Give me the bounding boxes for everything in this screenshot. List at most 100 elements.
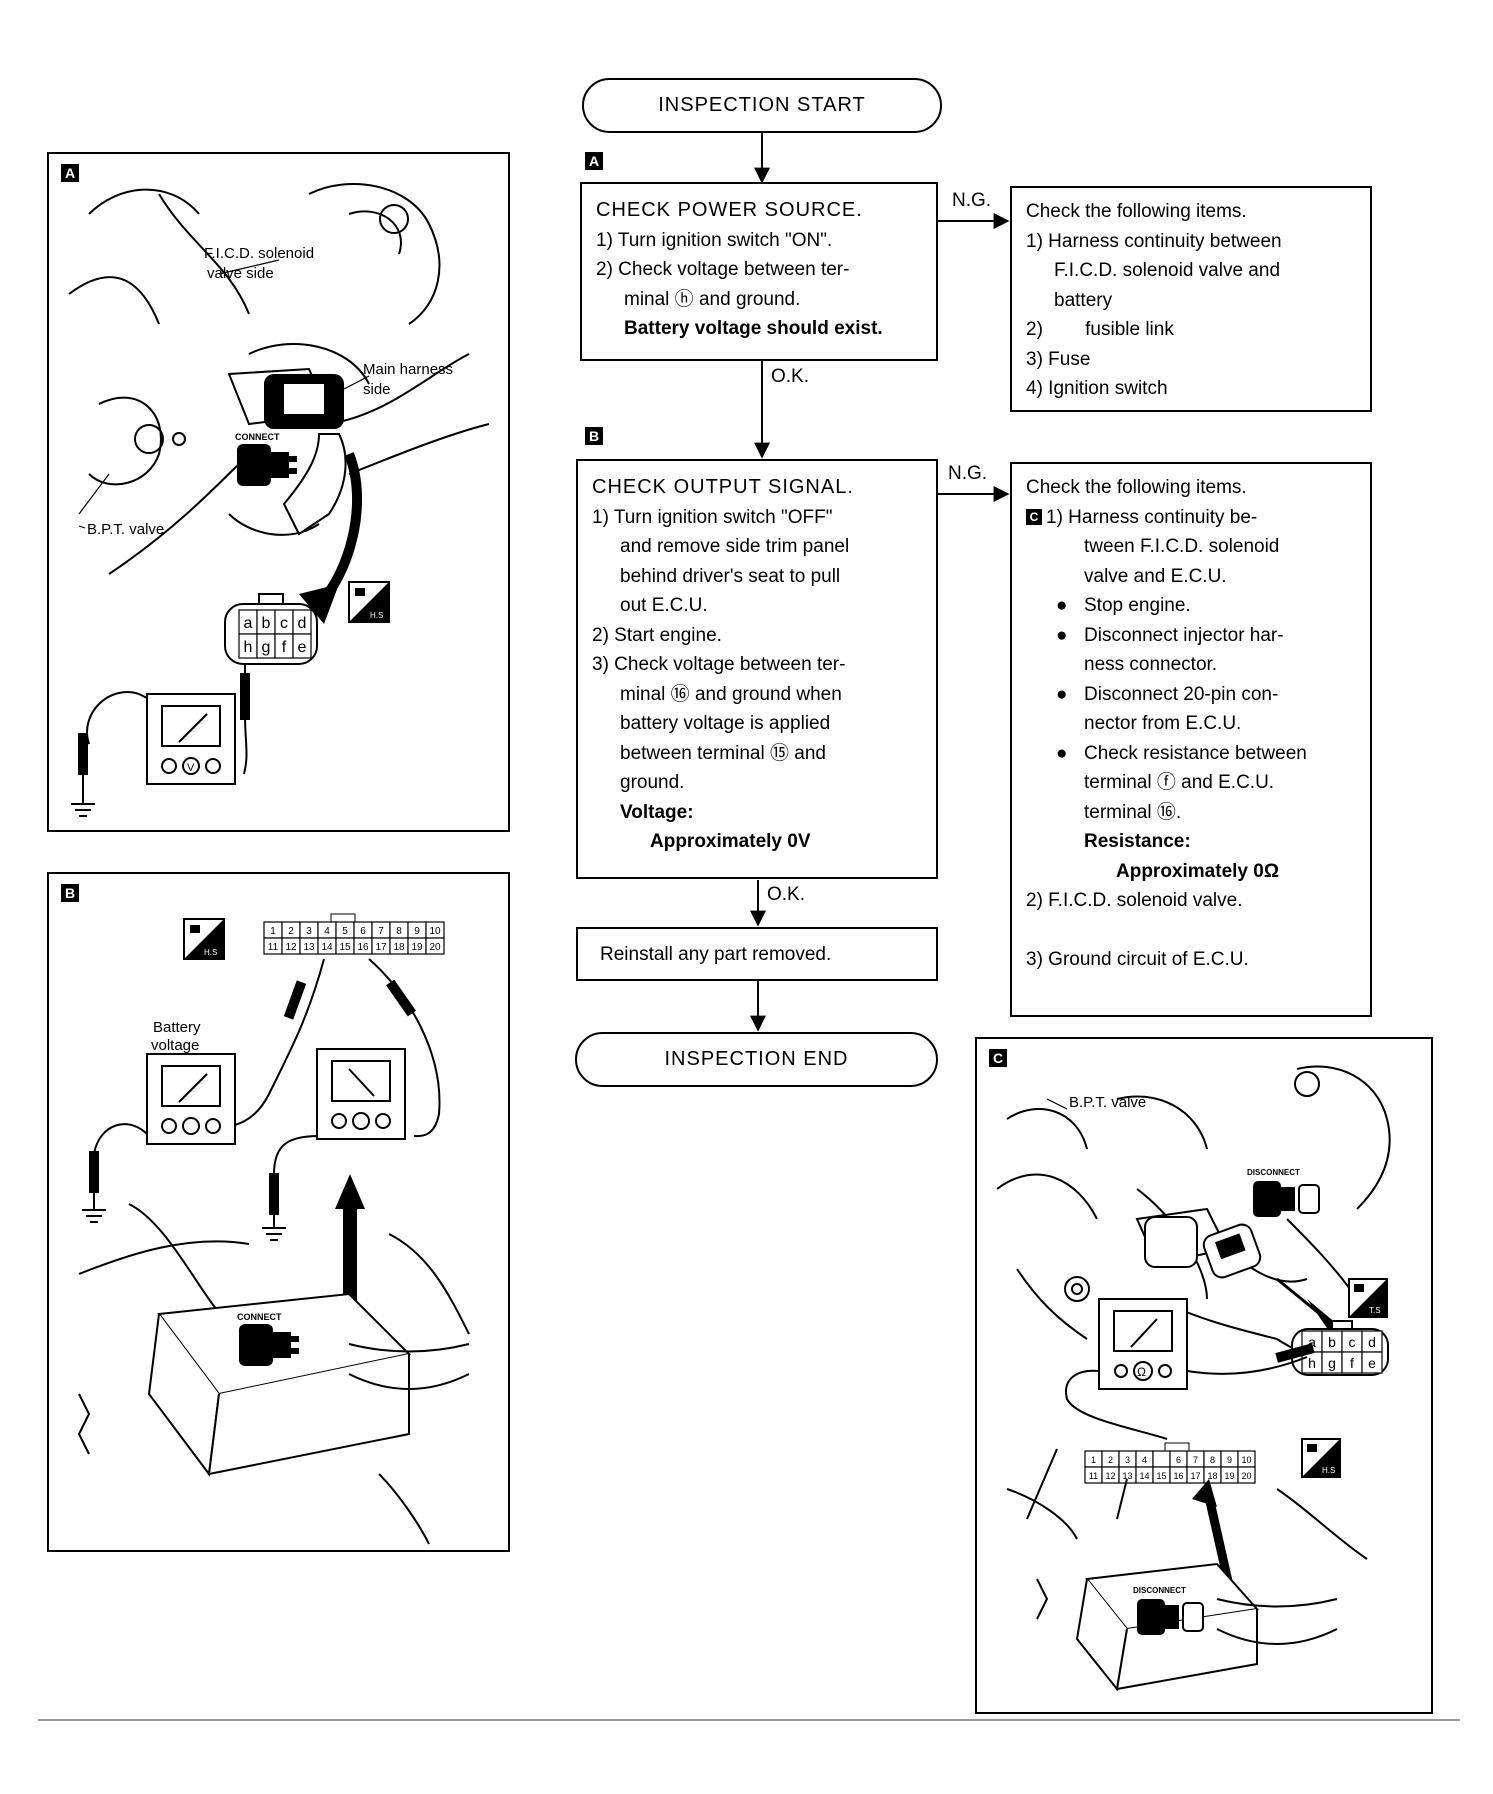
bpt-label-a: B.P.T. valve — [87, 521, 164, 538]
disconnect-icon-c2 — [1137, 1599, 1204, 1635]
ecu-connector-latch — [1164, 1442, 1190, 1452]
step-b-s1a: 1) Turn ignition switch "OFF" — [592, 506, 833, 528]
connector-pin-label: 12 — [285, 942, 297, 953]
connector-pin-label: 5 — [342, 926, 348, 937]
items-a-title: Check the following items. — [1026, 201, 1247, 222]
connector-pin-label: 8 — [396, 926, 402, 937]
step-b-s3a: 3) Check voltage between ter- — [592, 654, 846, 675]
step-b-s3c: battery voltage is applied — [620, 713, 831, 734]
figure-c-tag: C — [989, 1049, 1007, 1067]
step-b-title: CHECK OUTPUT SIGNAL. — [592, 476, 854, 498]
connector-pin-label: 20 — [1241, 1471, 1251, 1481]
ts-label-c: T.S — [1369, 1306, 1381, 1315]
ts-icon-c — [1348, 1278, 1388, 1318]
items-a-i1b: F.I.C.D. solenoid valve and — [1054, 260, 1281, 281]
connector-pin-cell — [1237, 1466, 1256, 1484]
connector-pin-label: 13 — [303, 942, 315, 953]
main-harness-label-2: side — [363, 381, 391, 398]
connector-pin-label: 1 — [1091, 1455, 1096, 1465]
step-a-ok-label: O.K. — [771, 366, 810, 387]
figure-a-tag: A — [61, 164, 79, 182]
voltmeter-b2 — [316, 1048, 406, 1140]
connector-pin-label: 2 — [288, 926, 294, 937]
reinstall-box: Reinstall any part removed. — [576, 927, 938, 981]
connector-pin-label: 1 — [270, 926, 276, 937]
connector-pin-label: 6 — [1176, 1455, 1181, 1465]
step-b-voltage-value: Approximately 0V — [650, 831, 811, 852]
items-a-i1c: battery — [1054, 289, 1113, 311]
items-b-b1: Stop engine. — [1084, 595, 1191, 616]
step-b-s2: 2) Start engine. — [592, 624, 722, 646]
connector-pin-label: 17 — [1190, 1471, 1200, 1481]
connector-pin-label: b — [1328, 1334, 1336, 1350]
connector-pin-cell — [425, 937, 445, 955]
ohmmeter-c-symbol: Ω — [1137, 1365, 1146, 1379]
connector-pin-label: 11 — [1089, 1471, 1098, 1481]
step-b-s3b: minal ⑯ and ground when — [620, 683, 842, 705]
step-b-s1b: and remove side trim panel — [620, 536, 850, 557]
connector-pin-label: 8 — [1210, 1455, 1215, 1465]
battery-label-2: voltage — [151, 1037, 199, 1054]
bpt-label-c: B.P.T. valve — [1069, 1094, 1146, 1111]
hs-icon-a — [348, 581, 390, 623]
voltmeter-b1 — [146, 1053, 236, 1145]
hs-label-c: H.S — [1322, 1466, 1335, 1475]
connector-pin-label: 7 — [378, 926, 384, 937]
connector-pin-label: e — [298, 639, 307, 656]
battery-label-1: Battery — [153, 1019, 201, 1036]
items-b-b2b: ness connector. — [1084, 654, 1218, 675]
connector-pin-label: 9 — [414, 926, 420, 937]
connector-pin-label: 16 — [1173, 1471, 1183, 1481]
inspection-start: INSPECTION START — [582, 78, 942, 133]
connector-pin-label: 12 — [1105, 1471, 1115, 1481]
items-a-i1a: 1) Harness continuity between — [1026, 230, 1282, 252]
step-a-s1: 1) Turn ignition switch "ON". — [596, 229, 833, 251]
step-b-voltage-label: Voltage: — [620, 801, 694, 823]
ficd-label-1: F.I.C.D. solenoid — [204, 245, 314, 262]
connector-pin-label: 9 — [1227, 1455, 1232, 1465]
connector-pin-label: g — [1328, 1355, 1336, 1371]
connector-pin-label: 10 — [1241, 1455, 1251, 1465]
items-b-resistance-label: Resistance: — [1084, 831, 1191, 852]
connector-pin-label: 6 — [360, 926, 366, 937]
connect-icon-a — [237, 444, 297, 486]
connector-pin-label: 19 — [411, 942, 423, 953]
step-b-ok-label: O.K. — [767, 884, 806, 905]
connector-pin-label: 15 — [339, 942, 351, 953]
step-b-s1c: behind driver's seat to pull — [620, 565, 841, 587]
connect-label-b: CONNECT — [237, 1312, 282, 1322]
step-b-s3e: ground. — [620, 772, 685, 793]
step-a-note: Battery voltage should exist. — [624, 318, 883, 339]
items-b-b4c: terminal ⑯. — [1084, 801, 1182, 823]
items-b-c-tag: C — [1026, 508, 1042, 525]
connector-pin-label: 3 — [306, 926, 312, 937]
voltmeter-a-v: V — [187, 762, 195, 774]
ficd-label-2: valve side — [207, 265, 274, 282]
items-b-b3a: Disconnect 20-pin con- — [1084, 683, 1279, 705]
items-b-title: Check the following items. — [1026, 477, 1247, 498]
connector-pin-label: 10 — [429, 926, 441, 937]
connector-pin-label: c — [280, 615, 288, 632]
disconnect-label-c2: DISCONNECT — [1133, 1586, 1186, 1595]
connector-pin-label: b — [262, 615, 271, 632]
inspection-end: INSPECTION END — [575, 1032, 938, 1087]
items-b-b3b: nector from E.C.U. — [1084, 713, 1242, 734]
hs-label-a: H.S — [370, 611, 383, 620]
connector-pin-label: 7 — [1193, 1455, 1198, 1465]
connector-pin-label: 14 — [1139, 1471, 1149, 1481]
disconnect-icon-c1 — [1253, 1181, 1320, 1217]
figure-a-connector — [264, 374, 363, 624]
items-b-i1b: tween F.I.C.D. solenoid — [1084, 536, 1280, 557]
connector-pin-label: 17 — [375, 942, 387, 953]
items-a-i3: 3) Fuse — [1026, 348, 1091, 370]
items-b-i1c: valve and E.C.U. — [1084, 565, 1227, 587]
ecu-connector-latch — [330, 913, 356, 923]
step-a-title: CHECK POWER SOURCE. — [596, 199, 863, 221]
step-a-s2b: minal ⓗ and ground. — [624, 288, 801, 310]
step-b-s1d: out E.C.U. — [620, 595, 708, 616]
connector-pin-label: g — [262, 639, 271, 656]
items-b-i3: 3) Ground circuit of E.C.U. — [1026, 948, 1249, 970]
